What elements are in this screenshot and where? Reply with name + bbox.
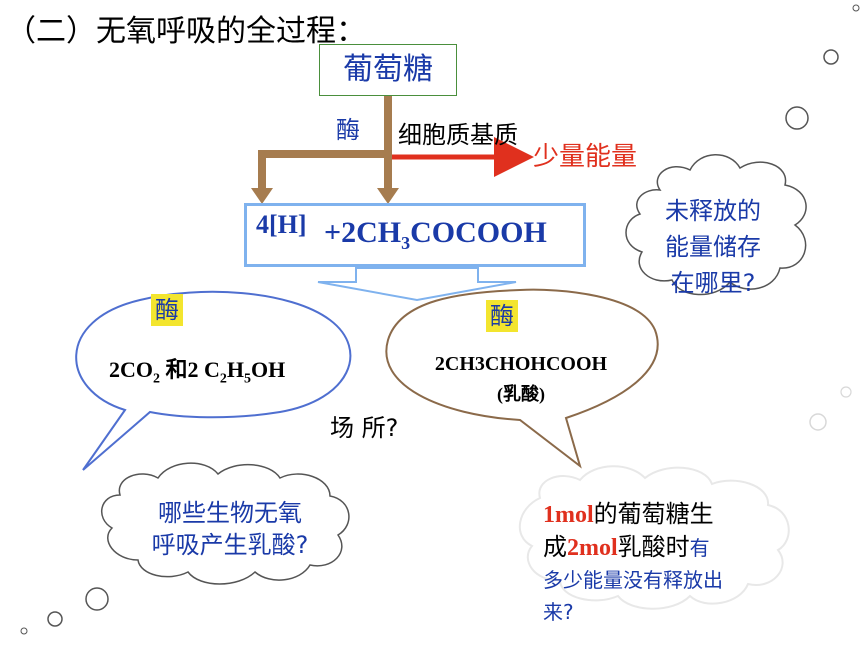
place-question: 场 所? [330,414,399,442]
lactic-formula: 2CH3CHOHCOOH [434,353,608,375]
energy-label: 少量能量 [533,142,638,172]
organism-question-line: 呼吸产生乳酸? [151,531,309,559]
enzyme-badge-right: 酶 [486,300,518,332]
thought-dot [20,627,28,635]
lactic-bubble [385,288,659,469]
energy-question: 未释放的 能量储存 在哪里? [648,193,778,301]
thought-dot [840,386,852,398]
slide-title: （二）无氧呼吸的全过程： [6,14,366,49]
thought-dot [809,413,827,431]
hydrogen-label: 4[H] [256,210,307,239]
organism-question-line: 哪些生物无氧 [158,499,302,527]
thought-dot [823,49,839,65]
energy-question-line: 能量储存 [665,233,761,261]
glucose-box: 葡萄糖 [319,44,457,96]
thought-dot [785,106,809,130]
flow-arrows [251,94,399,204]
enzyme-badge-left: 酶 [151,294,183,326]
organism-cloud [101,462,350,585]
enzyme-label: 酶 [336,116,360,144]
alcohol-bubble [75,290,352,471]
alcohol-product: 2CO2 和2 C2H5OH [109,357,286,387]
calc-cloud [518,465,790,610]
product-box [244,203,586,267]
lactic-name: (乳酸) [497,384,545,404]
thought-dot [47,611,63,627]
thought-dot [852,4,860,12]
energy-cloud [625,154,807,296]
calc-question: 1mol的葡萄糖生 成2mol乳酸时有 多少能量没有释放出 来? [543,500,723,624]
pyruvate-formula: +2CH3COCOOH [324,216,547,253]
energy-question-line: 在哪里? [670,269,756,297]
thought-dot [85,587,109,611]
energy-question-line: 未释放的 [665,197,761,225]
split-arrow [317,267,517,302]
site-label: 细胞质基质 [398,121,518,149]
organism-question: 哪些生物无氧 呼吸产生乳酸? [130,497,330,561]
